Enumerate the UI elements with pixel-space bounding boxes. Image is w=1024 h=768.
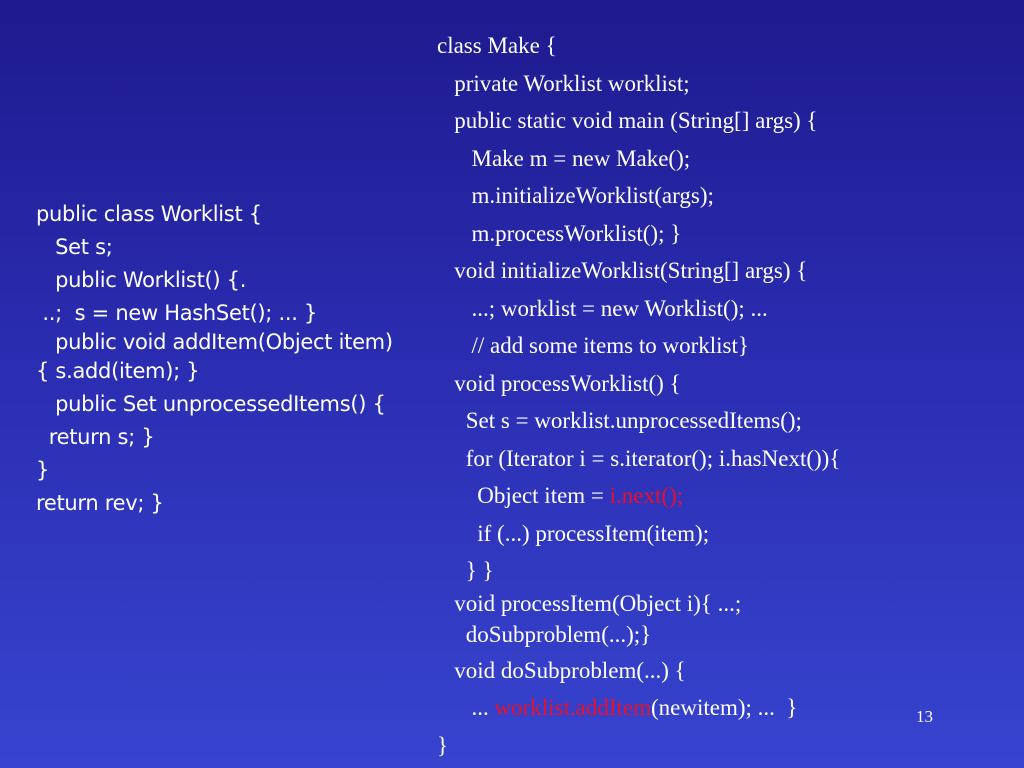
code-text: ...: [437, 695, 495, 720]
code-line: { s.add(item); }: [36, 359, 200, 383]
code-line: public void addItem(Object item): [36, 330, 393, 354]
code-line: void processWorklist() {: [437, 370, 681, 396]
code-line: } }: [437, 558, 494, 583]
code-line: ... worklist.addItem(newitem); ... }: [437, 689, 840, 727]
code-line: void initializeWorklist(String[] args) {: [437, 258, 808, 283]
code-line: Object item = i.next();: [437, 477, 840, 515]
slide-number: 13: [916, 707, 933, 726]
worklist-class-code: public class Worklist { Set s; public Wo…: [36, 198, 393, 520]
code-line: m.initializeWorklist(args);: [437, 183, 714, 208]
code-line: Set s;: [36, 235, 113, 259]
code-line: }: [36, 458, 50, 482]
code-line: void doSubproblem(...) {: [437, 657, 686, 683]
make-class-code: class Make { private Worklist worklist; …: [437, 27, 840, 764]
code-line: return rev; }: [36, 491, 164, 515]
code-line: }: [437, 732, 449, 758]
code-line: m.processWorklist(); }: [437, 220, 682, 246]
code-line: public static void main (String[] args) …: [437, 108, 818, 133]
code-text: Object item =: [437, 483, 610, 508]
code-line: public Worklist() {.: [36, 268, 247, 292]
code-line: public class Worklist {: [36, 202, 262, 226]
code-line: void processItem(Object i){ ...;: [437, 590, 742, 616]
code-line: Make m = new Make();: [437, 145, 691, 171]
code-line: ..; s = new HashSet(); ... }: [36, 301, 318, 325]
code-line: class Make {: [437, 33, 557, 58]
code-line: for (Iterator i = s.iterator(); i.hasNex…: [437, 445, 841, 471]
highlighted-code: worklist.addItem: [494, 695, 652, 720]
code-line: doSubproblem(...);}: [437, 621, 652, 647]
code-line: ...; worklist = new Worklist(); ...: [437, 295, 768, 321]
code-text: (newitem); ... }: [651, 695, 798, 720]
code-line: Set s = worklist.unprocessedItems();: [437, 408, 802, 433]
code-line: private Worklist worklist;: [437, 70, 690, 96]
code-line: if (...) processItem(item);: [437, 520, 710, 546]
highlighted-code: i.next();: [609, 483, 684, 508]
code-line: return s; }: [36, 425, 155, 449]
code-line: // add some items to worklist}: [437, 333, 749, 358]
code-line: public Set unprocessedItems() {: [36, 392, 386, 416]
